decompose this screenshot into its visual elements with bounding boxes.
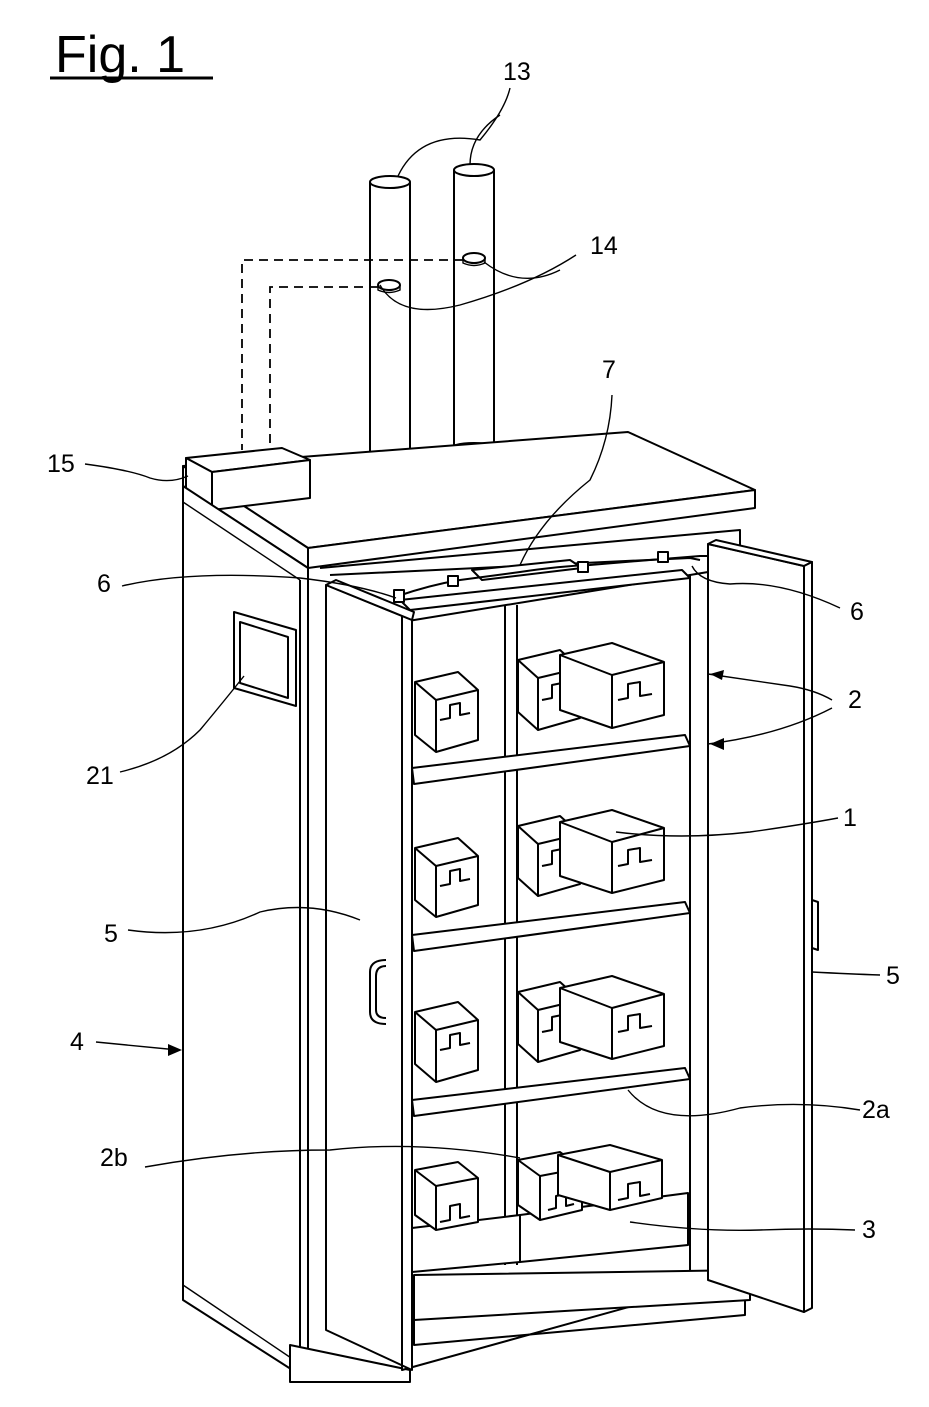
exhaust-pipes bbox=[364, 164, 500, 484]
label-15: 15 bbox=[47, 450, 75, 478]
label-2a: 2a bbox=[862, 1096, 890, 1124]
label-3: 3 bbox=[862, 1216, 876, 1244]
figure-title: Fig. 1 bbox=[55, 26, 185, 84]
label-4: 4 bbox=[70, 1028, 84, 1056]
label-14: 14 bbox=[590, 232, 618, 260]
label-6-left: 6 bbox=[97, 570, 111, 598]
label-1: 1 bbox=[843, 804, 857, 832]
label-7: 7 bbox=[602, 356, 616, 384]
label-21: 21 bbox=[86, 762, 114, 790]
label-13: 13 bbox=[503, 58, 531, 86]
label-5-left: 5 bbox=[104, 920, 118, 948]
signal-lines bbox=[242, 260, 463, 450]
label-5-right: 5 bbox=[886, 962, 900, 990]
label-2b: 2b bbox=[100, 1144, 128, 1172]
label-6-right: 6 bbox=[850, 598, 864, 626]
left-door bbox=[326, 580, 414, 1370]
right-door bbox=[708, 540, 818, 1312]
